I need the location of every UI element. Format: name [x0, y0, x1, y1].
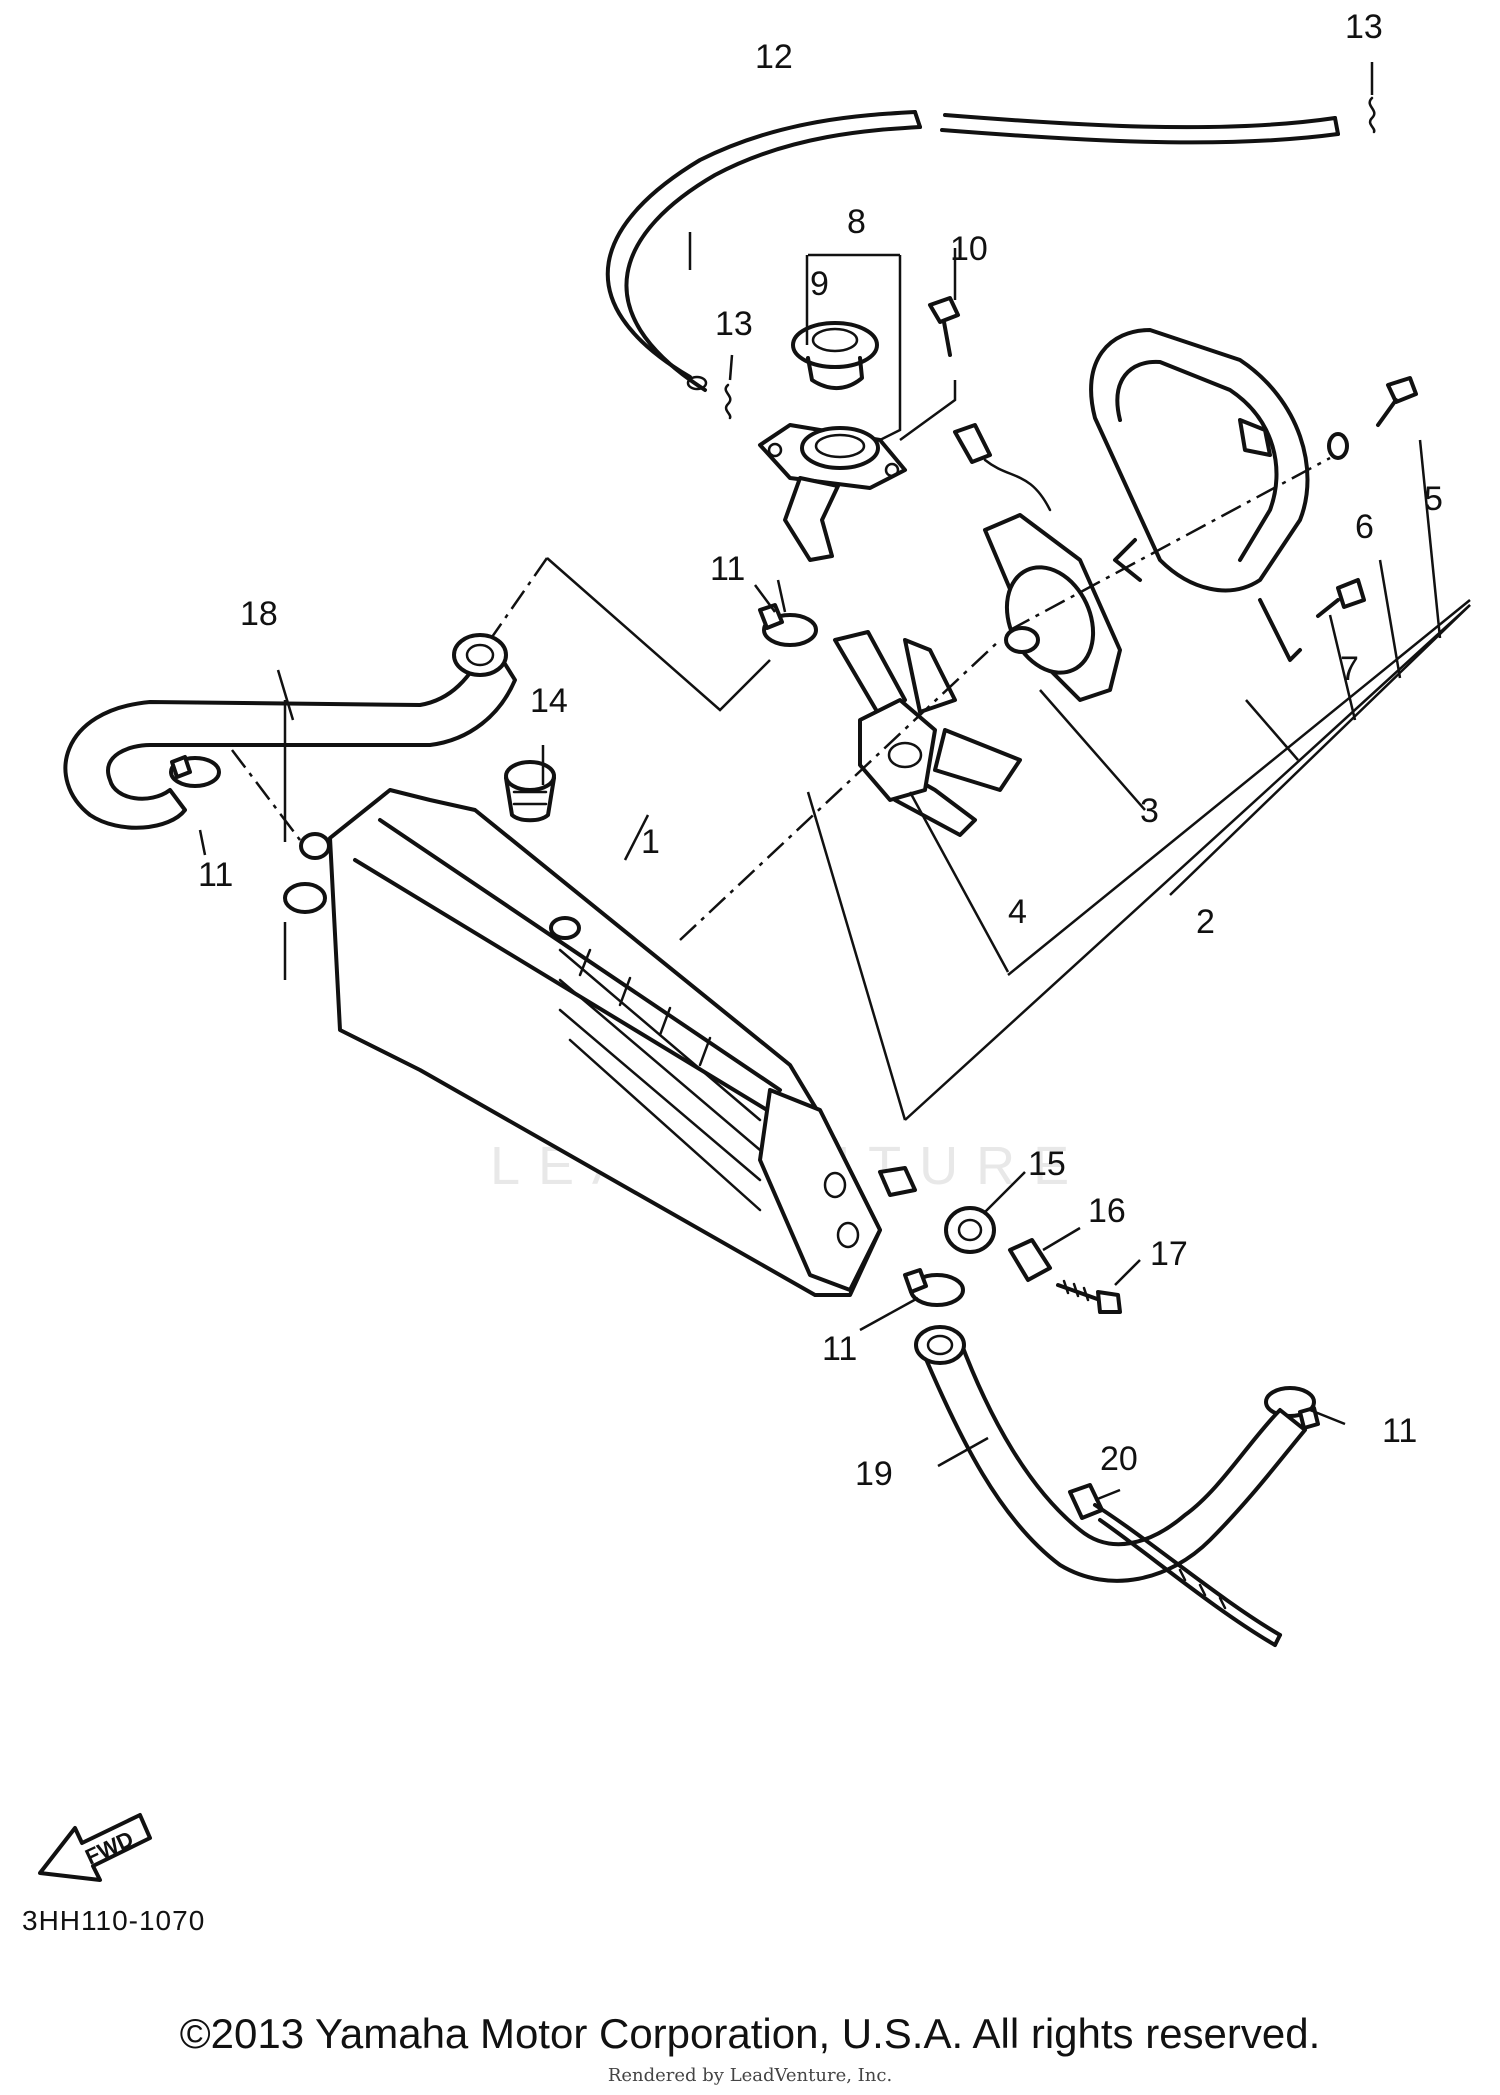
callout-9: 9	[810, 265, 829, 303]
part-11-clamp-bottom	[903, 1268, 965, 1307]
callout-4: 4	[1008, 893, 1027, 931]
part-13-clip-left	[724, 383, 732, 420]
callout-11-right: 11	[1382, 1412, 1417, 1450]
part-2-fan-shroud	[1089, 328, 1310, 662]
callout-11-bottom: 11	[822, 1330, 857, 1368]
callout-13-top: 13	[1345, 8, 1383, 46]
part-20-cable-tie	[1068, 1483, 1282, 1647]
part-11-clamp-left	[169, 755, 221, 788]
callout-6: 6	[1355, 508, 1374, 546]
part-4-fan-blade	[833, 630, 1022, 837]
callout-18: 18	[240, 595, 278, 633]
diagram-code: 3HH110-1070	[22, 1905, 206, 1936]
part-6-washer	[1327, 432, 1349, 460]
part-16-collar	[1008, 1238, 1052, 1282]
fan-motor-wire	[953, 423, 1052, 512]
callouts: 1 2 3 4 5 6 7 8 9 10 11 11 11 11 12 13 1…	[198, 8, 1443, 1493]
callout-1: 1	[641, 823, 660, 861]
part-11-clamp-top	[758, 603, 818, 647]
callout-2: 2	[1196, 903, 1215, 941]
part-13-clip-top	[1368, 96, 1376, 134]
callout-17: 17	[1150, 1235, 1188, 1273]
callout-7: 7	[1340, 650, 1359, 688]
part-14-rubber	[504, 760, 556, 823]
callout-11-top: 11	[710, 550, 745, 588]
callout-8: 8	[847, 203, 866, 241]
callout-15: 15	[1028, 1145, 1066, 1183]
fwd-arrow-icon: FWD	[38, 1813, 152, 1882]
callout-14: 14	[530, 682, 568, 720]
part-10-bolt	[928, 296, 960, 357]
leader-lines	[198, 62, 1471, 1502]
part-18-upper-hose	[63, 633, 517, 830]
callout-20: 20	[1100, 1440, 1138, 1478]
rendered-by: Rendered by LeadVenture, Inc.	[607, 2065, 893, 2086]
callout-5: 5	[1424, 480, 1443, 518]
callout-3: 3	[1140, 792, 1159, 830]
part-19-lower-hose	[914, 1325, 1307, 1583]
callout-12: 12	[755, 38, 793, 76]
copyright-notice: ©2013 Yamaha Motor Corporation, U.S.A. A…	[179, 2010, 1321, 2057]
part-12-breather-hose	[605, 110, 1340, 392]
callout-19: 19	[855, 1455, 893, 1493]
callout-10: 10	[950, 230, 988, 268]
callout-13-left: 13	[715, 305, 753, 343]
callout-16: 16	[1088, 1192, 1126, 1230]
callout-11-left: 11	[198, 856, 233, 894]
part-15-grommet	[944, 1206, 996, 1254]
part-17-bolt	[1056, 1279, 1122, 1314]
part-9-radiator-cap	[791, 321, 879, 390]
part-1-radiator	[283, 788, 917, 1297]
part-5-screw	[1376, 376, 1418, 427]
part-7-bolt	[1316, 578, 1366, 618]
part-8-filler-neck	[758, 423, 907, 562]
